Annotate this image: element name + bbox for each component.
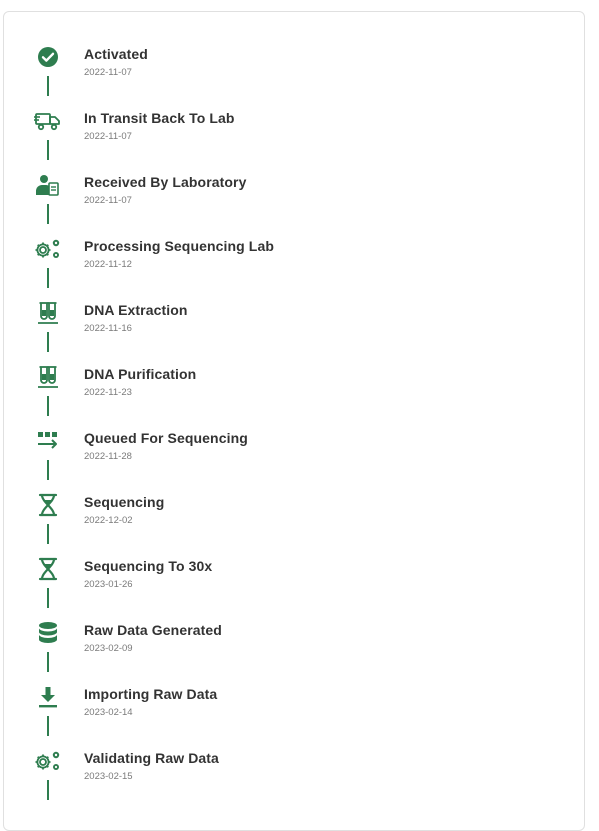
timeline-step: Importing Raw Data 2023-02-14 [4, 683, 584, 747]
step-title: Activated [84, 46, 148, 62]
timeline-connector [47, 332, 49, 352]
step-date: 2022-11-28 [84, 451, 132, 462]
gears-icon [34, 235, 62, 263]
timeline-step: Raw Data Generated 2023-02-09 [4, 619, 584, 683]
step-date: 2022-11-07 [84, 131, 132, 142]
timeline-step: Sequencing 2022-12-02 [4, 491, 584, 555]
step-title: Processing Sequencing Lab [84, 238, 274, 254]
step-title: Received By Laboratory [84, 174, 247, 190]
step-date: 2022-11-23 [84, 387, 132, 398]
step-title: Validating Raw Data [84, 750, 219, 766]
timeline-connector [47, 460, 49, 480]
download-icon [34, 683, 62, 711]
timeline-step: Activated 2022-11-07 [4, 43, 584, 107]
timeline-step: DNA Extraction 2022-11-16 [4, 299, 584, 363]
check-circle-icon [34, 43, 62, 71]
timeline-step: Sequencing To 30x 2023-01-26 [4, 555, 584, 619]
timeline-step: Received By Laboratory 2022-11-07 [4, 171, 584, 235]
timeline-connector [47, 780, 49, 800]
timeline-step: In Transit Back To Lab 2022-11-07 [4, 107, 584, 171]
step-date: 2023-01-26 [84, 579, 133, 590]
timeline-step: Processing Sequencing Lab 2022-11-12 [4, 235, 584, 299]
step-date: 2022-11-07 [84, 195, 132, 206]
timeline-step: DNA Purification 2022-11-23 [4, 363, 584, 427]
gears-icon [34, 747, 62, 775]
step-date: 2023-02-15 [84, 771, 133, 782]
step-date: 2023-02-09 [84, 643, 133, 654]
timeline-connector [47, 76, 49, 96]
timeline-connector [47, 140, 49, 160]
timeline-step: Queued For Sequencing 2022-11-28 [4, 427, 584, 491]
database-icon [34, 619, 62, 647]
step-title: Importing Raw Data [84, 686, 218, 702]
dna-icon [34, 555, 62, 583]
timeline-connector [47, 396, 49, 416]
step-date: 2023-02-14 [84, 707, 133, 718]
timeline-connector [47, 268, 49, 288]
step-date: 2022-11-16 [84, 323, 132, 334]
test-tubes-icon [34, 299, 62, 327]
truck-icon [34, 107, 62, 135]
step-title: Sequencing [84, 494, 165, 510]
step-title: Raw Data Generated [84, 622, 222, 638]
step-date: 2022-11-12 [84, 259, 132, 270]
step-title: Sequencing To 30x [84, 558, 213, 574]
step-title: Queued For Sequencing [84, 430, 248, 446]
queue-icon [34, 427, 62, 455]
step-title: DNA Extraction [84, 302, 188, 318]
lab-person-icon [34, 171, 62, 199]
dna-icon [34, 491, 62, 519]
step-date: 2022-12-02 [84, 515, 133, 526]
timeline-connector [47, 524, 49, 544]
timeline-connector [47, 588, 49, 608]
timeline-connector [47, 652, 49, 672]
test-tubes-icon [34, 363, 62, 391]
step-title: In Transit Back To Lab [84, 110, 235, 126]
timeline-step: Validating Raw Data 2023-02-15 [4, 747, 584, 811]
timeline-connector [47, 204, 49, 224]
step-title: DNA Purification [84, 366, 197, 382]
step-date: 2022-11-07 [84, 67, 132, 78]
timeline-connector [47, 716, 49, 736]
